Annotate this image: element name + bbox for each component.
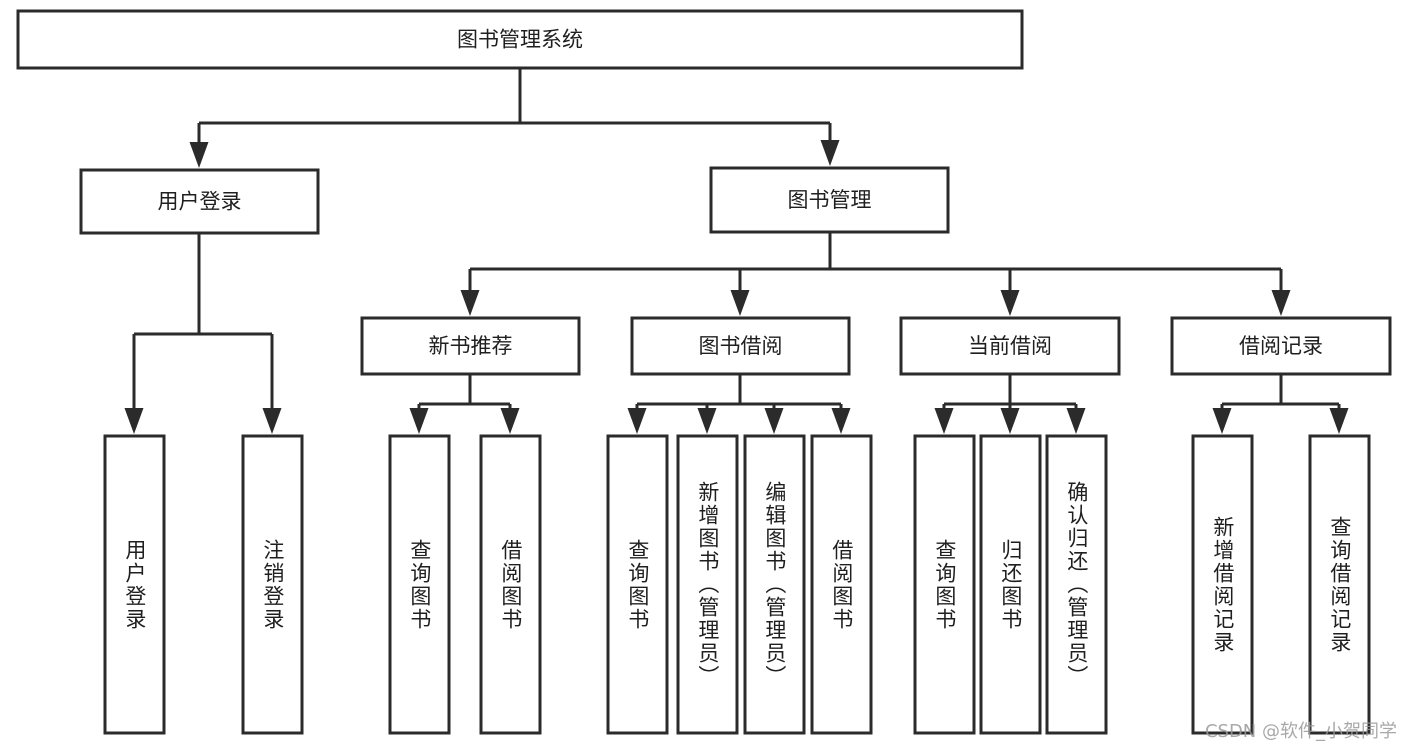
node-leaf-query-book-borrow[interactable] xyxy=(606,434,669,735)
connector-arrow-head xyxy=(189,142,209,168)
watermark-text: CSDN @软件_小贺同学 xyxy=(1204,721,1397,742)
node-leaf-add-book[interactable] xyxy=(676,434,739,735)
node-label-new-book-recommend: 新书推荐 xyxy=(429,334,513,358)
node-box-leaf-add-book[interactable] xyxy=(676,434,739,735)
node-leaf-query-borrow-record[interactable] xyxy=(1308,434,1371,735)
node-box-borrow-record[interactable] xyxy=(1170,316,1392,376)
node-box-book-manage[interactable] xyxy=(709,166,950,234)
node-leaf-user-login[interactable] xyxy=(103,434,166,735)
node-box-leaf-borrow-book[interactable] xyxy=(810,434,873,735)
node-box-root[interactable] xyxy=(16,9,1024,70)
node-leaf-edit-book[interactable] xyxy=(743,434,806,735)
node-box-leaf-logout[interactable] xyxy=(241,434,304,735)
node-borrow-record[interactable]: 借阅记录 xyxy=(1170,316,1392,376)
connector-arrow-head xyxy=(1329,408,1349,434)
node-box-user-login[interactable] xyxy=(79,168,320,235)
node-box-leaf-add-borrow-record[interactable] xyxy=(1191,434,1254,735)
connector-layer xyxy=(124,68,1349,434)
connector-arrow-head xyxy=(409,408,429,434)
node-leaf-query-book-current[interactable] xyxy=(913,434,976,735)
node-root[interactable]: 图书管理系统 xyxy=(16,9,1024,70)
connector-arrow-head xyxy=(764,408,784,434)
node-book-manage[interactable]: 图书管理 xyxy=(709,166,950,234)
node-leaf-query-book-rec[interactable] xyxy=(388,434,451,735)
node-leaf-confirm-return[interactable] xyxy=(1045,434,1108,735)
connector-arrow-head xyxy=(1000,290,1020,316)
node-box-leaf-return-book[interactable] xyxy=(979,434,1042,735)
connector-arrow-head xyxy=(831,408,851,434)
node-box-leaf-query-book-current[interactable] xyxy=(913,434,976,735)
node-box-leaf-borrow-book-rec[interactable] xyxy=(479,434,542,735)
connector-arrow-head xyxy=(820,140,840,166)
node-leaf-borrow-book-rec[interactable] xyxy=(479,434,542,735)
node-book-borrow[interactable]: 图书借阅 xyxy=(630,316,851,376)
connector-arrow-head xyxy=(697,408,717,434)
node-box-leaf-query-book-borrow[interactable] xyxy=(606,434,669,735)
node-leaf-return-book[interactable] xyxy=(979,434,1042,735)
connector-arrow-head xyxy=(730,290,750,316)
connector-arrow-head xyxy=(1212,408,1232,434)
node-box-book-borrow[interactable] xyxy=(630,316,851,376)
connector-arrow-head xyxy=(460,290,480,316)
connector-arrow-head xyxy=(934,408,954,434)
node-label-root: 图书管理系统 xyxy=(457,28,583,52)
node-current-borrow[interactable]: 当前借阅 xyxy=(899,316,1121,376)
node-box-leaf-confirm-return[interactable] xyxy=(1045,434,1108,735)
node-box-new-book-recommend[interactable] xyxy=(360,316,581,376)
node-box-current-borrow[interactable] xyxy=(899,316,1121,376)
connector-arrow-head xyxy=(1000,408,1020,434)
connector-arrow-head xyxy=(262,408,282,434)
node-box-leaf-user-login[interactable] xyxy=(103,434,166,735)
node-leaf-borrow-book[interactable] xyxy=(810,434,873,735)
node-leaf-add-borrow-record[interactable] xyxy=(1191,434,1254,735)
connector-arrow-head xyxy=(627,408,647,434)
connector-arrow-head xyxy=(1271,290,1291,316)
node-label-book-manage: 图书管理 xyxy=(788,188,872,212)
node-box-leaf-edit-book[interactable] xyxy=(743,434,806,735)
node-label-user-login: 用户登录 xyxy=(158,190,242,214)
node-box-leaf-query-borrow-record[interactable] xyxy=(1308,434,1371,735)
node-box-leaf-query-book-rec[interactable] xyxy=(388,434,451,735)
node-user-login[interactable]: 用户登录 xyxy=(79,168,320,235)
node-leaf-logout[interactable] xyxy=(241,434,304,735)
connector-arrow-head xyxy=(1066,408,1086,434)
connector-arrow-head xyxy=(500,408,520,434)
connector-arrow-head xyxy=(124,408,144,434)
node-label-borrow-record: 借阅记录 xyxy=(1239,334,1323,358)
node-new-book-recommend[interactable]: 新书推荐 xyxy=(360,316,581,376)
node-label-book-borrow: 图书借阅 xyxy=(699,334,783,358)
node-label-current-borrow: 当前借阅 xyxy=(968,334,1052,358)
